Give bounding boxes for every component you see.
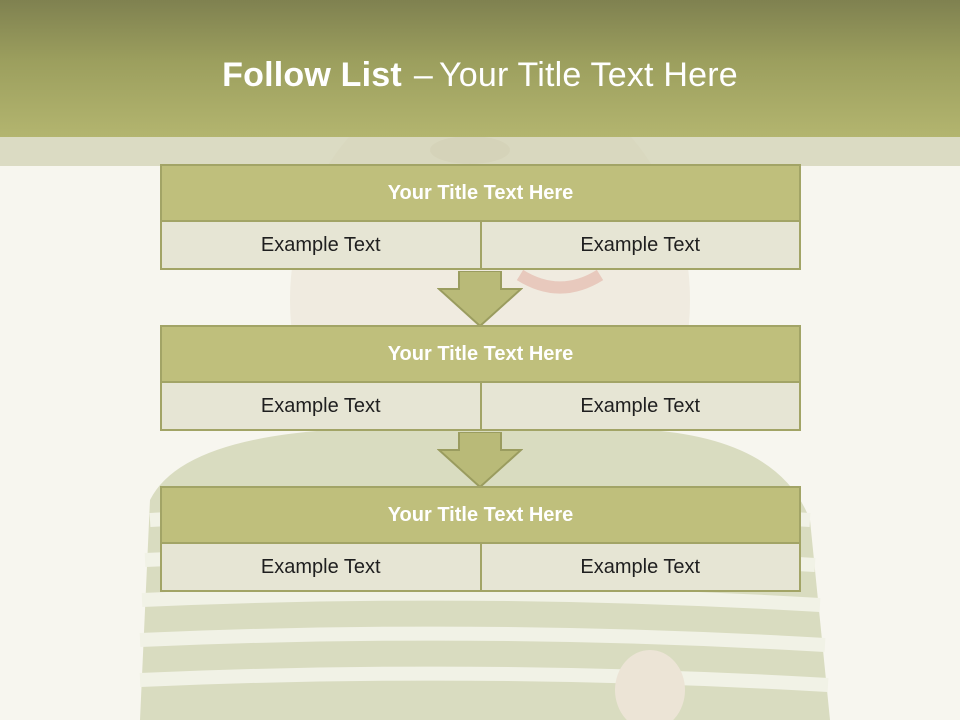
title-dash: – — [413, 56, 434, 94]
step-block-1: Your Title Text Here Example Text Exampl… — [160, 164, 801, 270]
slide-title: Follow List–Your Title Text Here — [0, 52, 960, 98]
step-cell-right: Example Text — [479, 220, 801, 270]
step-title: Your Title Text Here — [160, 486, 801, 544]
down-arrow-icon — [437, 271, 523, 327]
step-cell-right: Example Text — [479, 542, 801, 592]
step-row: Example Text Example Text — [160, 381, 801, 431]
step-title: Your Title Text Here — [160, 325, 801, 383]
down-arrow-icon — [437, 432, 523, 488]
step-cell-right: Example Text — [479, 381, 801, 431]
step-title: Your Title Text Here — [160, 164, 801, 222]
step-block-3: Your Title Text Here Example Text Exampl… — [160, 486, 801, 592]
step-cell-left: Example Text — [160, 220, 482, 270]
header-sub-band — [0, 137, 960, 166]
step-cell-left: Example Text — [160, 381, 482, 431]
title-bold-text: Follow List — [222, 56, 402, 94]
step-cell-left: Example Text — [160, 542, 482, 592]
step-row: Example Text Example Text — [160, 542, 801, 592]
step-row: Example Text Example Text — [160, 220, 801, 270]
step-block-2: Your Title Text Here Example Text Exampl… — [160, 325, 801, 431]
title-rest-text: Your Title Text Here — [439, 56, 738, 94]
title-bar — [0, 0, 960, 137]
